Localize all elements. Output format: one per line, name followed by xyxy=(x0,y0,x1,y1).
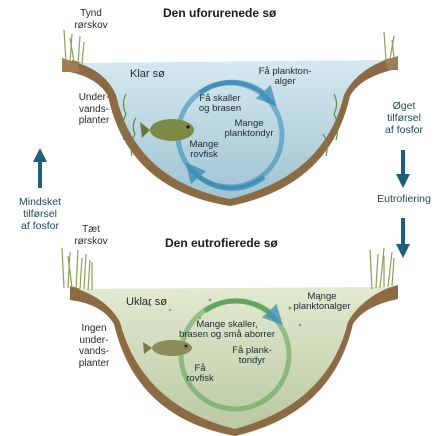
top-plants-label: Under- vands- planter xyxy=(66,92,122,127)
bottom-zoo-label: Få plank- tondyr xyxy=(222,346,282,366)
top-left-bank xyxy=(62,58,80,72)
top-reeds xyxy=(63,29,395,65)
bottom-title: Den eutrofierede sø xyxy=(165,236,278,250)
bottom-reeds-line1: Tæt xyxy=(82,224,100,235)
top-pike-line1: Mange xyxy=(189,139,219,150)
left-line3: af fosfor xyxy=(21,220,59,232)
left-line2: tilførsel xyxy=(23,208,57,220)
bottom-pike-line2: rovfisk xyxy=(186,373,214,384)
bottom-plants-label: Ingen under- vands- planter xyxy=(66,323,122,369)
right-line3: af fosfor xyxy=(385,124,423,136)
top-underwater-plants xyxy=(121,93,339,157)
top-plants-line1: Under- xyxy=(78,92,110,103)
bottom-pike-label: Få rovfisk xyxy=(180,364,220,384)
top-lake-water xyxy=(78,60,385,199)
bottom-fish-line1: Mange skaller, xyxy=(196,319,258,330)
left-phosphorus-label: Mindsket tilførsel af fosfor xyxy=(6,196,74,232)
right-line2: tilførsel xyxy=(387,112,421,124)
top-right-bank xyxy=(385,56,398,70)
bottom-fish-line2: brasen og små aborrer xyxy=(178,329,276,340)
bottom-algae-line2: planktonalger xyxy=(293,301,351,312)
algae-dots xyxy=(148,298,322,327)
top-fish-line1: Få skaller xyxy=(199,93,241,104)
bottom-plants-line1: Ingen xyxy=(81,323,107,334)
bottom-zoo-line1: Få plank- xyxy=(232,345,272,356)
top-algae-label: Få plankton- alger xyxy=(248,67,322,87)
top-water-label: Klar sø xyxy=(130,68,165,80)
left-line1: Mindsket xyxy=(18,196,61,208)
eutrophication-label: Eutrofiering xyxy=(377,193,431,205)
top-fish-label: Få skaller og brasen xyxy=(188,94,252,114)
bottom-fish-icon xyxy=(143,340,192,356)
right-down-arrow-1 xyxy=(396,150,410,188)
bottom-algae-label: Mange planktonalger xyxy=(282,292,362,312)
top-zoo-line1: Mange xyxy=(234,118,264,129)
top-reeds-line1: Tynd xyxy=(80,8,102,19)
bottom-plants-line2: under- xyxy=(79,334,109,346)
top-plants-line3: planter xyxy=(78,115,110,126)
top-lake-soil xyxy=(70,58,392,206)
top-reeds-line2: rørskov xyxy=(74,19,108,31)
top-algae-line1: Få plankton- xyxy=(258,66,312,77)
top-algae-line2: alger xyxy=(274,76,296,87)
top-fish-line2: og brasen xyxy=(198,103,242,114)
right-line1: Øget xyxy=(392,100,416,112)
bottom-fish-label: Mange skaller, brasen og små aborrer xyxy=(168,320,286,340)
top-plants-line2: vands- xyxy=(78,103,109,115)
top-pike-label: Mange rovfisk xyxy=(180,140,228,160)
top-reeds-label: Tynd rørskov xyxy=(66,8,116,31)
top-pike-line2: rovfisk xyxy=(190,149,218,160)
bottom-lake-water xyxy=(78,287,390,429)
bottom-pike-line1: Få xyxy=(194,363,206,374)
top-pike-icon xyxy=(140,119,194,141)
left-up-arrow xyxy=(33,148,47,188)
murky-lake xyxy=(70,285,398,436)
bottom-plants-line4: planter xyxy=(78,357,110,369)
bottom-reeds-line2: rørskov xyxy=(74,235,108,247)
right-down-arrow-2 xyxy=(396,218,410,258)
top-zoo-line2: planktondyr xyxy=(224,128,274,139)
bottom-reeds-label: Tæt rørskov xyxy=(66,224,116,247)
bottom-water-label: Uklar sø xyxy=(126,296,167,308)
top-zoo-label: Mange planktondyr xyxy=(216,119,282,139)
right-phosphorus-label: Øget tilførsel af fosfor xyxy=(372,100,436,136)
bottom-reeds xyxy=(61,247,395,291)
top-title: Den uforurenede sø xyxy=(163,6,277,20)
bottom-algae-line1: Mange xyxy=(307,291,337,302)
bottom-zoo-line2: tondyr xyxy=(238,355,266,366)
bottom-plants-line3: vands- xyxy=(78,346,109,357)
